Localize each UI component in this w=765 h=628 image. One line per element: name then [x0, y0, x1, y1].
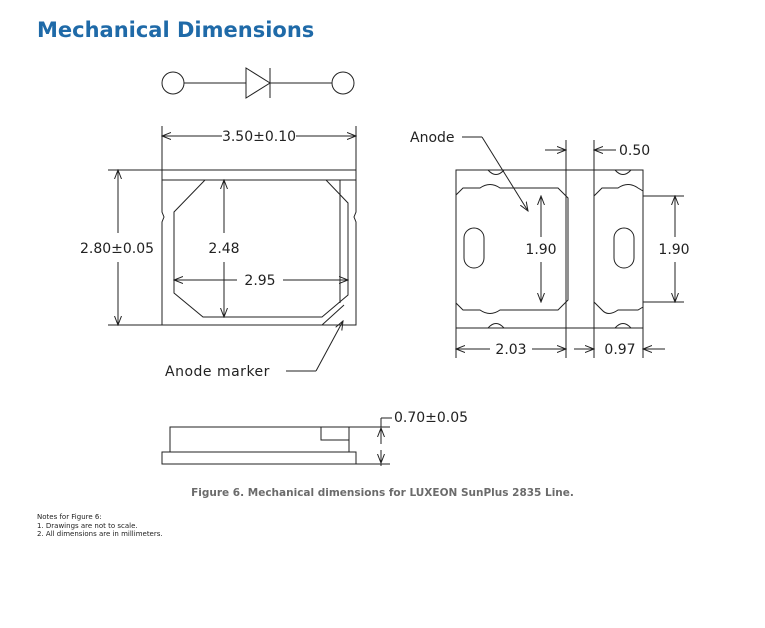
anode-label: Anode — [410, 130, 455, 146]
bottom-view — [455, 136, 684, 358]
inner-height-dimension-label: 2.48 — [208, 241, 239, 257]
right-width-dimension-label: 0.97 — [604, 342, 635, 358]
note-item: 2. All dimensions are in millimeters. — [37, 530, 163, 538]
side-view — [161, 417, 392, 466]
anode-marker-label: Anode marker — [165, 364, 270, 380]
top-view-lens — [173, 179, 349, 318]
width-dimension-label: 3.50±0.10 — [222, 129, 296, 145]
right-pad-height-dimension-label: 1.90 — [658, 242, 689, 258]
figure-caption: Figure 6. Mechanical dimensions for LUXE… — [191, 487, 574, 499]
notes-heading: Notes for Figure 6: — [37, 513, 102, 521]
note-item: 1. Drawings are not to scale. — [37, 521, 138, 530]
left-width-dimension-label: 2.03 — [495, 342, 526, 358]
top-view-outline — [161, 169, 357, 326]
anode-marker-line — [321, 304, 345, 326]
top-view — [108, 126, 357, 372]
inner-width-dimension-label: 2.95 — [244, 273, 275, 289]
pad-width-dimension-label: 0.50 — [619, 143, 650, 159]
right-slot — [613, 227, 635, 269]
diode-symbol-icon — [161, 67, 355, 99]
height-dimension-label: 2.80±0.05 — [80, 241, 154, 257]
side-view-body — [161, 426, 357, 465]
left-slot — [463, 227, 485, 269]
left-pad — [455, 184, 569, 314]
left-pad-height-dimension-label: 1.90 — [525, 242, 556, 258]
page-title: Mechanical Dimensions — [37, 18, 315, 42]
thickness-dimension-label: 0.70±0.05 — [394, 410, 468, 426]
figure-notes: Notes for Figure 6: 1. Drawings are not … — [37, 513, 163, 539]
right-pad — [593, 184, 644, 314]
